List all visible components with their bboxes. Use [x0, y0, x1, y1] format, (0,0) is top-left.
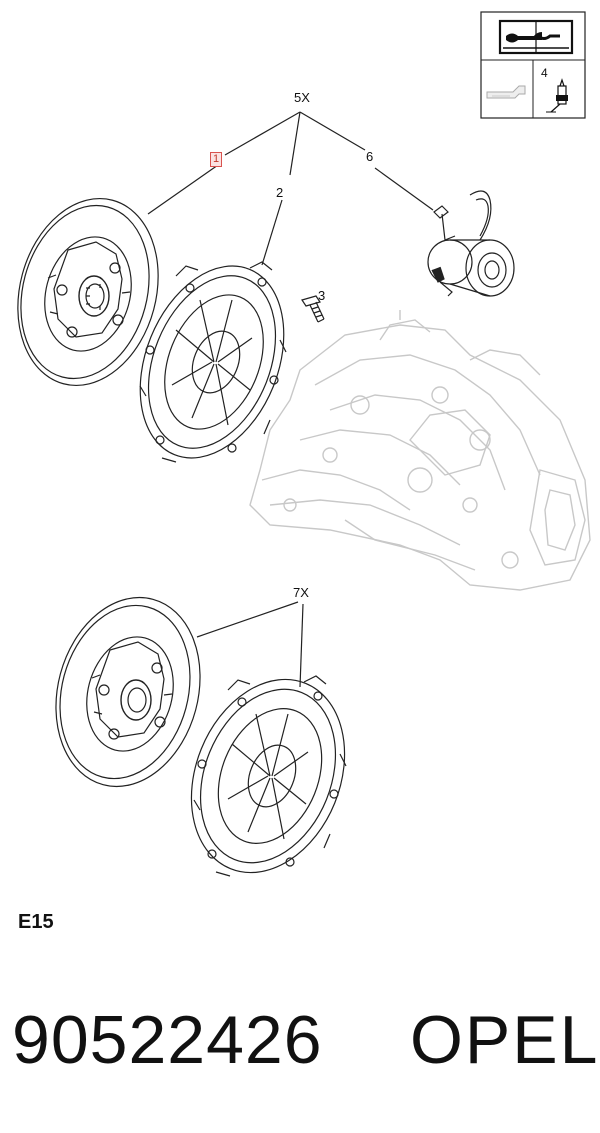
pressure-plate-upper — [139, 261, 287, 463]
pressure-plate-lower — [190, 675, 347, 877]
callout-4: 4 — [541, 66, 548, 80]
transmission-housing-ghost — [249, 310, 591, 591]
manual-book-wrench-icon — [498, 19, 574, 55]
brand-name: OPEL — [410, 1002, 600, 1078]
leader-lines — [147, 111, 434, 688]
reference-box — [480, 11, 586, 119]
grease-tube-icon — [486, 85, 526, 99]
callout-7x: 7X — [293, 585, 309, 600]
callout-2: 2 — [276, 185, 284, 200]
bolt-3 — [301, 295, 325, 323]
callout-1-highlighted[interactable]: 1 — [210, 152, 223, 167]
part-number: 90522426 — [12, 1002, 323, 1078]
callout-6: 6 — [366, 149, 374, 164]
section-code: E15 — [18, 911, 54, 933]
callout-5x: 5X — [294, 90, 310, 105]
clutch-disc-upper — [17, 197, 159, 387]
callout-3: 3 — [318, 288, 326, 303]
clutch-disc-lower — [55, 596, 201, 788]
slave-cylinder-6 — [427, 190, 515, 297]
special-tool-icon — [546, 78, 568, 113]
